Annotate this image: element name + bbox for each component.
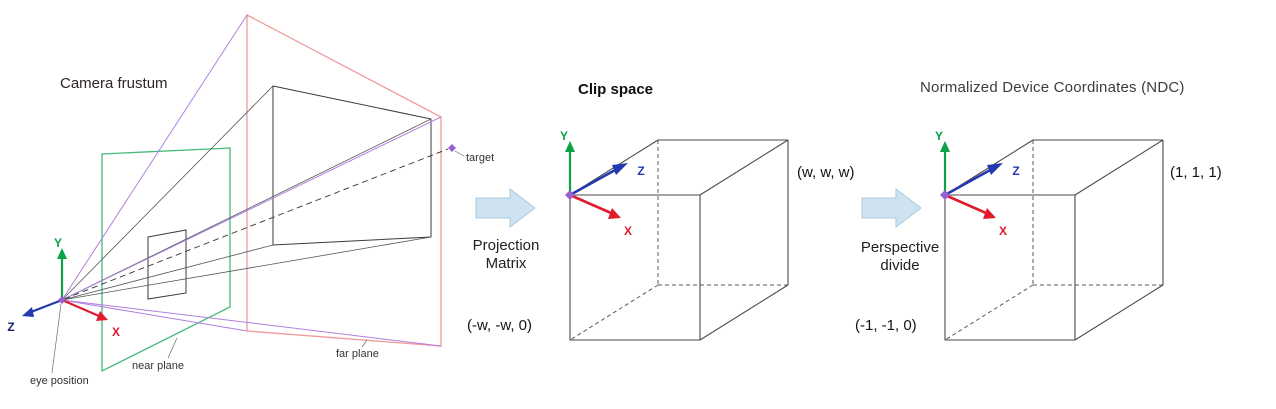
eye-position-label: eye position [30, 375, 89, 387]
frustum-edge-line [61, 236, 432, 301]
camera-frustum-title: Camera frustum [60, 75, 168, 92]
z-axis-label: Z [637, 164, 644, 178]
far-plane-label: far plane [336, 348, 379, 360]
ndc-min-corner-label: (-1, -1, 0) [855, 317, 917, 334]
z-axis-label: Z [1012, 164, 1019, 178]
clip-space-panel: Clip space Y Z X (w, w, w) (-w, -w, 0) [467, 81, 855, 341]
z-axis-arrow-icon [612, 163, 628, 175]
target-label: target [466, 152, 494, 164]
frustum-edge-line [61, 85, 274, 301]
z-axis-line [30, 298, 63, 314]
perspective-step: Perspective divide [861, 187, 939, 274]
y-axis-arrow-icon [565, 141, 575, 152]
eye-point-icon [58, 296, 66, 304]
projection-step-label-line2: Matrix [486, 255, 527, 272]
x-axis-line [944, 193, 987, 215]
target-point-icon [448, 144, 456, 152]
clip-max-corner-label: (w, w, w) [797, 164, 855, 181]
z-axis-line [569, 167, 618, 197]
line-of-sight [63, 148, 449, 300]
clip-space-title: Clip space [578, 81, 653, 98]
z-axis-line [944, 167, 993, 197]
frustum-edge-line [61, 244, 274, 301]
x-axis-line [61, 298, 100, 318]
near-window [147, 229, 187, 300]
origin-point-icon [565, 190, 575, 200]
view-volume-line [61, 299, 248, 332]
ndc-cube-hidden-edges [944, 140, 1163, 341]
z-axis-arrow-icon [987, 163, 1003, 175]
x-axis-label: X [624, 224, 632, 238]
y-axis-label: Y [935, 129, 943, 143]
clip-cube-hidden-edges [569, 140, 788, 341]
near-plane-outline [101, 147, 231, 373]
camera-frustum-panel: Camera frustum target Y X Z [7, 13, 494, 387]
far-window [272, 85, 432, 246]
x-axis-label: X [999, 224, 1007, 238]
y-axis-label: Y [54, 236, 62, 250]
x-axis-arrow-icon [96, 311, 108, 321]
ndc-max-corner-label: (1, 1, 1) [1170, 164, 1222, 181]
near-plane-pointer-line [167, 337, 178, 359]
y-axis-arrow-icon [57, 248, 67, 259]
right-arrow-icon [861, 187, 922, 229]
z-axis-arrow-icon [22, 307, 34, 317]
clip-min-corner-label: (-w, -w, 0) [467, 317, 532, 334]
y-axis-arrow-icon [940, 141, 950, 152]
ndc-cube-edges [944, 139, 1164, 341]
clip-cube-edges [569, 139, 789, 341]
perspective-step-label-line1: Perspective [861, 239, 939, 256]
far-plane-outline [246, 13, 442, 347]
near-plane-label: near plane [132, 360, 184, 372]
view-volume-line [61, 299, 442, 347]
projection-step: Projection Matrix [473, 187, 540, 272]
view-volume-line [61, 14, 248, 301]
x-axis-arrow-icon [608, 208, 621, 219]
projection-step-label-line1: Projection [473, 237, 540, 254]
eye-pointer-line [51, 303, 62, 374]
view-volume-line [61, 116, 442, 301]
far-plane-pointer-line [361, 339, 368, 348]
z-axis-label: Z [7, 320, 14, 334]
right-arrow-icon [475, 187, 536, 229]
x-axis-arrow-icon [983, 208, 996, 219]
origin-point-icon [940, 190, 950, 200]
y-axis-label: Y [560, 129, 568, 143]
ndc-panel: Normalized Device Coordinates (NDC) Y Z … [855, 79, 1222, 341]
target-pointer-line [454, 150, 465, 157]
ndc-title: Normalized Device Coordinates (NDC) [920, 79, 1185, 96]
perspective-step-label-line2: divide [880, 257, 919, 274]
x-axis-label: X [112, 325, 120, 339]
x-axis-line [569, 193, 612, 215]
